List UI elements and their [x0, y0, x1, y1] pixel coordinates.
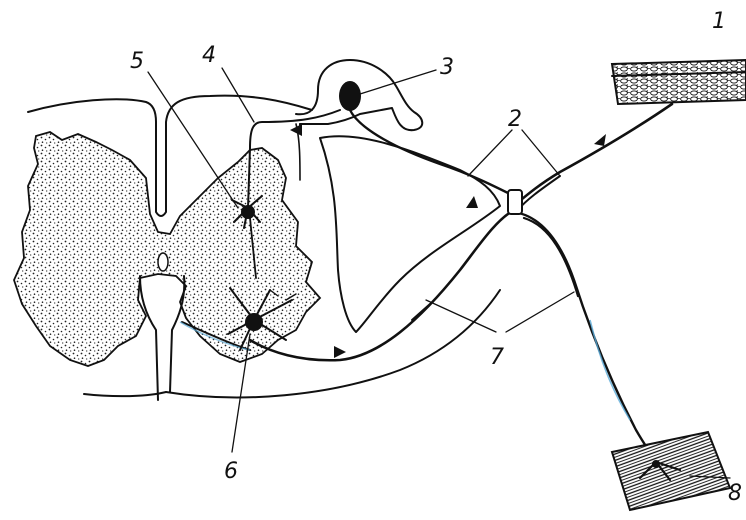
label-1: 1: [712, 9, 726, 34]
label-8: 8: [728, 481, 742, 506]
label-2: 2: [508, 107, 522, 132]
label-5: 5: [130, 49, 144, 74]
skin-receptor: [612, 60, 746, 104]
ventral-fissure: [140, 276, 184, 400]
ganglion-clip: [508, 190, 522, 214]
label-7: 7: [490, 345, 504, 370]
ventral-root-loop: [320, 136, 500, 332]
muscle-effector: [612, 432, 730, 510]
sensory-nerve: [516, 104, 672, 210]
dorsal-root: [248, 110, 514, 208]
label-3: 3: [440, 55, 454, 80]
label-6: 6: [224, 459, 238, 484]
ganglion-cell-body: [339, 81, 361, 111]
dorsal-root-ganglion: [296, 60, 422, 130]
label-4: 4: [202, 43, 216, 68]
